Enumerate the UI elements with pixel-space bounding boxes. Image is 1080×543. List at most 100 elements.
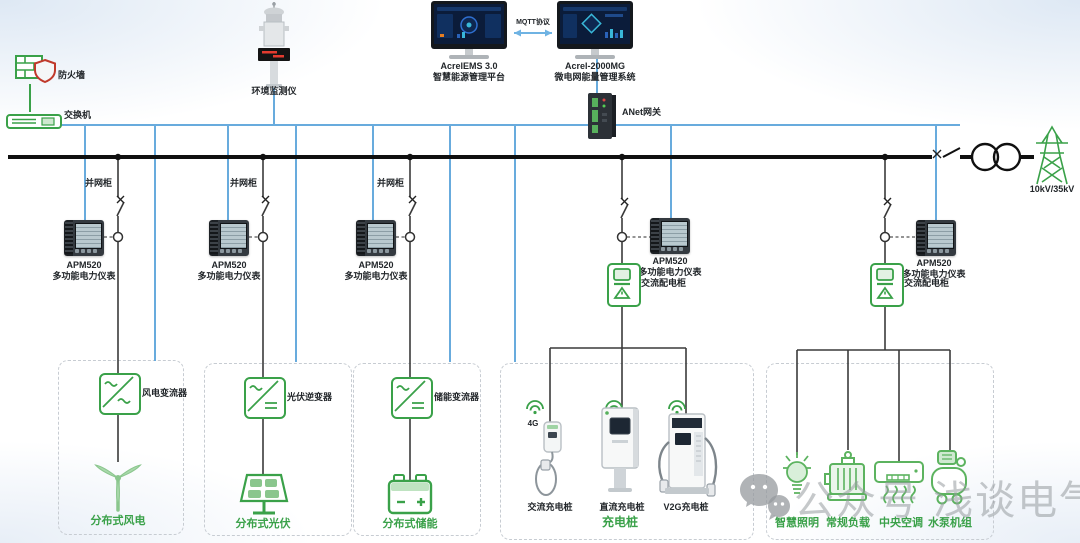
mg-monitor-icon xyxy=(557,1,633,49)
storage-source-label: 分布式储能 xyxy=(382,518,438,530)
regular-load-label: 常规负载 xyxy=(826,517,870,529)
meter-screen xyxy=(661,221,688,247)
meter-type: 多功能电力仪表 xyxy=(52,271,116,282)
meter-model: APM520 xyxy=(916,258,952,268)
pv-inverter-label: 光伏逆变器 xyxy=(287,392,333,402)
anet-gateway-icon xyxy=(588,93,616,139)
v2g-pile-label: V2G充电桩 xyxy=(663,502,709,512)
branch-lines xyxy=(116,159,951,481)
battery-icon xyxy=(387,474,433,515)
comm-lines xyxy=(60,59,960,362)
ac-charging-pile-icon xyxy=(535,421,562,496)
meter-screen xyxy=(927,223,954,249)
loads-cabinet-label: 交流配电柜 xyxy=(904,278,950,288)
charging-distribution-cabinet-icon xyxy=(607,263,641,307)
pv-group-box xyxy=(204,363,352,536)
ems-monitor-stand xyxy=(465,49,473,55)
network-4g-label: 4G xyxy=(527,419,539,428)
switch-icon xyxy=(6,114,62,129)
wind-group-box xyxy=(58,360,184,535)
loads-group-box xyxy=(766,363,994,540)
dc-pile-label: 直流充电桩 xyxy=(599,502,645,512)
meter-type: 多功能电力仪表 xyxy=(638,267,702,278)
wind-converter-icon xyxy=(99,373,141,415)
meter-label-storage: APM520 多功能电力仪表 xyxy=(326,260,426,283)
storage-converter-icon xyxy=(391,377,433,419)
mqtt-arrow-icon xyxy=(514,29,552,37)
meter-buttons xyxy=(927,249,949,253)
v2g-charging-pile-icon xyxy=(658,413,718,497)
wind-source-label: 分布式风电 xyxy=(90,515,146,527)
meter-buttons xyxy=(367,249,389,253)
wind-converter-label: 风电变流器 xyxy=(142,388,188,398)
meter-type: 多功能电力仪表 xyxy=(344,271,408,282)
charging-group-label: 充电桩 xyxy=(601,515,638,529)
pv-cabinet-label: 并网柜 xyxy=(229,178,257,188)
pv-inverter-icon xyxy=(244,377,286,419)
mg-title: Acrel-2000MG xyxy=(564,61,626,71)
hvac-icon xyxy=(874,461,924,504)
meter-label-loads: APM520 多功能电力仪表 xyxy=(884,258,984,281)
ems-monitor-icon xyxy=(431,1,507,49)
apm520-meter-wind xyxy=(64,220,104,256)
apm520-meter-loads xyxy=(916,220,956,256)
hvac-label: 中央空调 xyxy=(879,517,923,529)
charging-group-box xyxy=(500,363,754,540)
watermark-text: 公众号 浅谈电气 xyxy=(794,479,1080,523)
charging-cabinet-label: 交流配电柜 xyxy=(641,278,687,288)
solar-panel-icon xyxy=(239,473,289,515)
meter-model: APM520 xyxy=(211,260,247,270)
gateway-label: ANet网关 xyxy=(622,107,662,117)
storage-group-box xyxy=(353,363,481,536)
dc-charging-pile-icon xyxy=(601,407,639,492)
meter-screen xyxy=(220,223,247,249)
water-pump-label: 水泵机组 xyxy=(928,517,972,529)
loads-distribution-cabinet-icon xyxy=(870,263,904,307)
meter-buttons xyxy=(661,247,683,251)
pv-source-label: 分布式光伏 xyxy=(235,518,291,530)
transformer-symbol xyxy=(970,142,1022,172)
meter-label-pv: APM520 多功能电力仪表 xyxy=(179,260,279,283)
wind-turbine-icon xyxy=(94,464,142,512)
ac-pile-label: 交流充电桩 xyxy=(527,502,573,512)
meter-screen xyxy=(367,223,394,249)
transmission-tower-icon xyxy=(1036,125,1068,185)
breaker-symbols xyxy=(116,149,942,206)
wechat-watermark-icon xyxy=(740,474,790,520)
meter-model: APM520 xyxy=(652,256,688,266)
environment-monitor-icon xyxy=(258,2,290,88)
storage-cabinet-label: 并网柜 xyxy=(376,178,404,188)
meter-type: 多功能电力仪表 xyxy=(902,269,966,280)
ems-title: AcrelEMS 3.0 xyxy=(440,61,498,71)
meter-label-charging: APM520 多功能电力仪表 xyxy=(620,256,720,279)
mg-subtitle: 微电网能量管理系统 xyxy=(554,72,636,82)
wind-cabinet-label: 并网柜 xyxy=(84,178,112,188)
motor-load-icon xyxy=(824,451,867,501)
firewall-icon xyxy=(15,55,56,84)
lighting-label: 智慧照明 xyxy=(775,517,819,529)
lighting-icon xyxy=(783,452,811,494)
ems-monitor-base xyxy=(449,55,489,59)
bus-junction-dots xyxy=(114,153,889,161)
mg-monitor-stand xyxy=(591,49,599,55)
meter-model: APM520 xyxy=(66,260,102,270)
meter-label-wind: APM520 多功能电力仪表 xyxy=(34,260,134,283)
ct-symbols xyxy=(104,231,915,243)
meter-screen xyxy=(75,223,102,249)
apm520-meter-charging xyxy=(650,218,690,254)
ems-subtitle: 智慧能源管理平台 xyxy=(432,72,505,82)
switch-label: 交换机 xyxy=(64,110,92,120)
grid-voltage-label: 10kV/35kV xyxy=(1029,184,1075,194)
meter-type: 多功能电力仪表 xyxy=(197,271,261,282)
main-breaker-blade xyxy=(942,147,961,158)
storage-converter-label: 储能变流器 xyxy=(434,392,480,402)
env-monitor-label: 环境监测仪 xyxy=(251,86,297,96)
mg-monitor-base xyxy=(575,55,615,59)
meter-buttons xyxy=(75,249,97,253)
water-pump-icon xyxy=(931,450,967,505)
apm520-meter-pv xyxy=(209,220,249,256)
firewall-label: 防火墙 xyxy=(58,70,86,80)
mqtt-protocol-label: MQTT协议 xyxy=(516,19,550,26)
